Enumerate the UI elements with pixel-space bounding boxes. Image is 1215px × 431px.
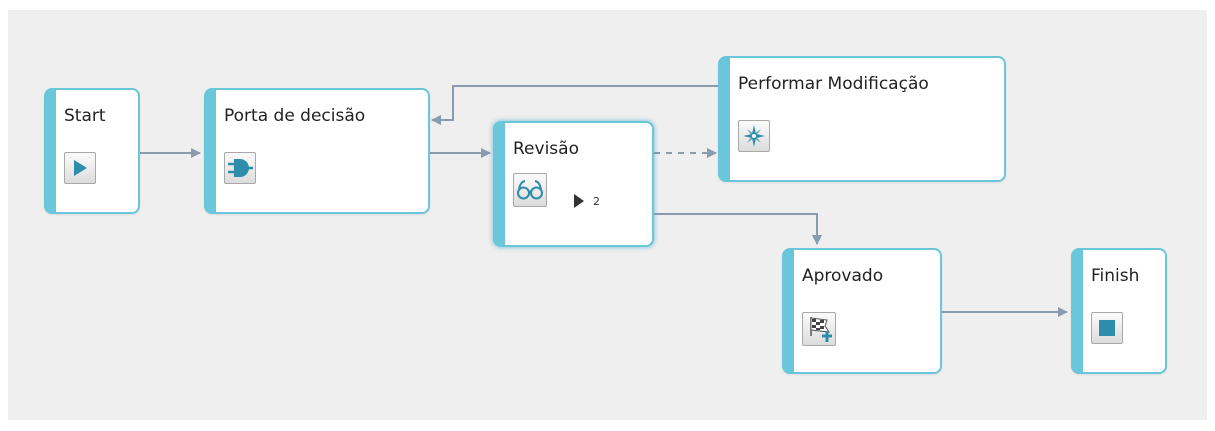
node-approved[interactable]: Aprovado xyxy=(782,248,942,374)
node-review-label: Revisão xyxy=(513,139,579,159)
node-finish-label: Finish xyxy=(1091,266,1140,286)
instance-count[interactable]: 2 xyxy=(573,193,600,209)
checkered-flag-icon xyxy=(802,312,836,346)
node-review[interactable]: Revisão 2 xyxy=(493,121,654,247)
glasses-icon xyxy=(513,173,547,207)
edge-review-to-approved[interactable] xyxy=(654,213,822,245)
compass-star-icon xyxy=(738,120,770,152)
stop-icon xyxy=(1091,312,1123,344)
node-start-label: Start xyxy=(64,106,106,126)
decision-gate-icon xyxy=(224,152,256,184)
node-modify[interactable]: Performar Modificação xyxy=(718,56,1006,182)
node-decision[interactable]: Porta de decisão xyxy=(204,88,430,214)
instance-count-value: 2 xyxy=(593,194,600,208)
edge-modify-to-decision[interactable] xyxy=(431,85,718,125)
node-decision-label: Porta de decisão xyxy=(224,106,366,126)
count-play-icon xyxy=(574,194,584,208)
play-icon xyxy=(64,152,96,184)
node-finish[interactable]: Finish xyxy=(1071,248,1167,374)
node-start[interactable]: Start xyxy=(44,88,140,214)
node-modify-label: Performar Modificação xyxy=(738,74,929,94)
node-approved-label: Aprovado xyxy=(802,266,884,286)
